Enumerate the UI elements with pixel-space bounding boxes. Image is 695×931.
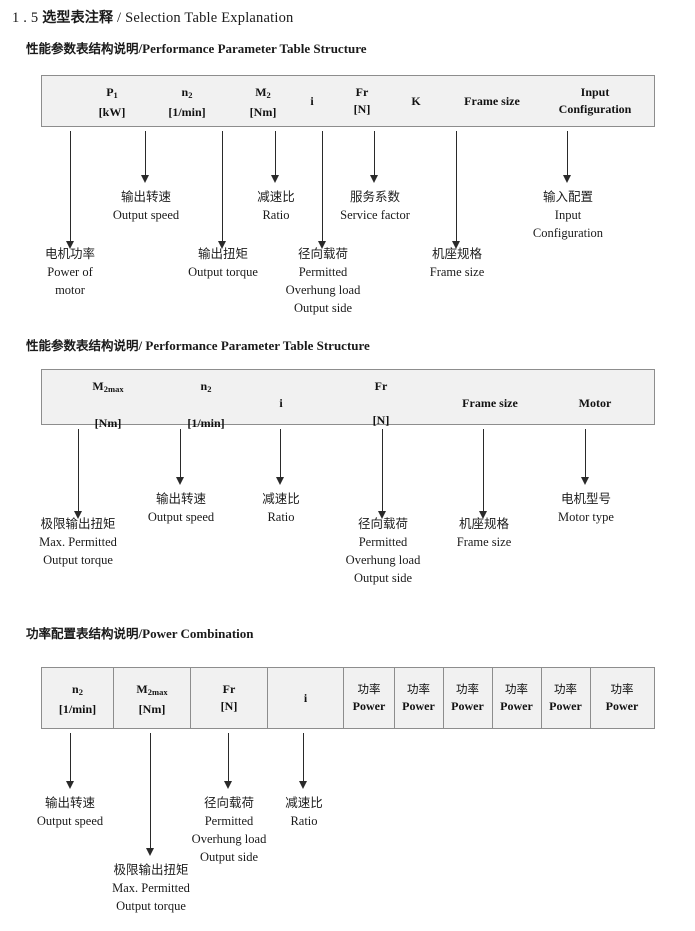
page-title-chinese: 选型表注释 <box>42 10 114 26</box>
table1-col-k: K <box>411 94 421 108</box>
table2-col-frame-size: Frame size <box>462 396 518 410</box>
section-2-heading: 性能参数表结构说明/ Performance Parameter Table S… <box>26 335 370 354</box>
table3-divider-8 <box>541 668 542 728</box>
arrow-to-overhung-load <box>318 131 327 249</box>
section-3-heading-chinese: 功率配置表结构说明 <box>26 626 139 641</box>
callout-ratio-2: 减速比 Ratio <box>262 491 300 524</box>
callout-max-permitted-output-torque-3: 极限输出扭矩 Max. Permitted Output torque <box>112 862 190 913</box>
section-3-heading: 功率配置表结构说明/Power Combination <box>26 623 254 642</box>
arrow-to-ratio-3 <box>299 733 308 789</box>
table3-col-power-6: 功率 Power <box>605 682 639 713</box>
arrow-to-ratio-2 <box>276 429 285 485</box>
callout-ratio-3: 减速比 Ratio <box>285 795 323 828</box>
section-1-heading-english: Performance Parameter Table Structure <box>142 41 367 56</box>
callout-frame-size: 机座规格 Frame size <box>429 246 485 279</box>
table1-col-p1: P1 [kW] <box>98 85 126 119</box>
table3-divider-5 <box>394 668 395 728</box>
callout-power-of-motor: 电机功率 Power of motor <box>44 246 96 297</box>
callout-output-speed-3: 输出转速 Output speed <box>36 795 104 828</box>
table3-divider-2 <box>190 668 191 728</box>
table1-col-frame-size: Frame size <box>464 94 520 108</box>
page-title-english: Selection Table Explanation <box>125 10 294 26</box>
section-1-heading-separator: / <box>138 41 143 56</box>
table3-col-m2max: M2max [Nm] <box>136 682 168 716</box>
table2-col-m2max: M2max [Nm] <box>92 379 124 430</box>
section-2-heading-chinese: 性能参数表结构说明 <box>26 338 139 353</box>
table1-col-input-configuration: Input Configuration <box>558 85 632 116</box>
section-3-heading-english: Power Combination <box>142 626 254 641</box>
table3-col-power-5: 功率 Power <box>549 682 582 713</box>
section-1-heading: 性能参数表结构说明/Performance Parameter Table St… <box>26 38 367 57</box>
arrow-to-max-permitted-output-torque-3 <box>146 733 155 856</box>
table3-divider-9 <box>590 668 591 728</box>
arrow-to-motor-type <box>581 429 590 485</box>
table2-col-fr: Fr [N] <box>372 379 390 427</box>
table3-col-i: i <box>303 691 308 705</box>
table3-divider-4 <box>343 668 344 728</box>
table2-col-n2: n2 [1/min] <box>187 379 225 430</box>
callout-frame-size-2: 机座规格 Frame size <box>456 516 512 549</box>
callout-output-torque: 输出扭矩 Output torque <box>188 246 258 279</box>
callout-overhung-load: 径向载荷 Permitted Overhung load Output side <box>285 246 361 315</box>
table1-col-i: i <box>310 94 314 108</box>
table1-col-fr: Fr [N] <box>353 85 371 116</box>
arrow-to-max-permitted-output-torque <box>74 429 83 519</box>
performance-parameter-table-2: M2max [Nm] n2 [1/min] i Fr [N] Frame siz… <box>41 369 655 430</box>
section-1-heading-chinese: 性能参数表结构说明 <box>26 41 139 56</box>
table1-col-n2: n2 [1/min] <box>168 85 206 119</box>
arrow-to-frame-size <box>452 131 461 249</box>
page-title: 1 . 5 选型表注释 / Selection Table Explanatio… <box>12 7 294 27</box>
arrow-to-ratio <box>271 131 280 183</box>
page-title-separator: / <box>117 10 122 26</box>
arrow-to-frame-size-2 <box>479 429 488 519</box>
performance-parameter-table-1: P1 [kW] n2 [1/min] M2 [Nm] i Fr [N] K Fr… <box>41 75 655 127</box>
table1-col-m2: M2 [Nm] <box>249 85 277 119</box>
table3-divider-1 <box>113 668 114 728</box>
table3-col-power-3: 功率 Power <box>451 682 484 713</box>
callout-overhung-load-2: 径向载荷 Permitted Overhung load Output side <box>345 516 421 585</box>
table2-col-motor: Motor <box>578 396 612 410</box>
callout-overhung-load-3: 径向载荷 Permitted Overhung load Output side <box>191 795 267 864</box>
table3-divider-6 <box>443 668 444 728</box>
arrow-to-overhung-load-3 <box>224 733 233 789</box>
callout-ratio: 减速比 Ratio <box>257 189 295 222</box>
table3-divider-3 <box>267 668 268 728</box>
callout-motor-type: 电机型号 Motor type <box>558 491 614 524</box>
section-2-heading-separator: / <box>138 338 143 353</box>
arrow-to-output-torque <box>218 131 227 249</box>
table2-col-i: i <box>279 396 283 410</box>
table3-divider-7 <box>492 668 493 728</box>
section-3-heading-separator: / <box>138 626 143 641</box>
callout-output-speed: 输出转速 Output speed <box>112 189 180 222</box>
arrow-to-output-speed <box>141 131 150 183</box>
arrow-to-input-configuration <box>563 131 572 183</box>
table3-col-power-4: 功率 Power <box>500 682 533 713</box>
section-2-heading-english: Performance Parameter Table Structure <box>145 338 370 353</box>
table3-col-fr: Fr [N] <box>220 682 238 713</box>
arrow-to-overhung-load-2 <box>378 429 387 519</box>
page-title-number: 1 . 5 <box>12 10 39 26</box>
table3-col-power-2: 功率 Power <box>402 682 435 713</box>
callout-max-permitted-output-torque: 极限输出扭矩 Max. Permitted Output torque <box>39 516 117 567</box>
callout-service-factor: 服务系数 Service factor <box>340 189 410 222</box>
arrow-to-output-speed-2 <box>176 429 185 485</box>
table3-col-n2: n2 [1/min] <box>58 682 97 716</box>
callout-input-configuration: 输入配置 Input Configuration <box>532 189 604 240</box>
arrow-to-power-of-motor <box>66 131 75 249</box>
arrow-to-output-speed-3 <box>66 733 75 789</box>
power-combination-table: n2 [1/min] M2max [Nm] Fr [N] i 功率 Power … <box>41 667 655 729</box>
arrow-to-service-factor <box>370 131 379 183</box>
table3-col-power-1: 功率 Power <box>352 682 386 713</box>
callout-output-speed-2: 输出转速 Output speed <box>147 491 215 524</box>
